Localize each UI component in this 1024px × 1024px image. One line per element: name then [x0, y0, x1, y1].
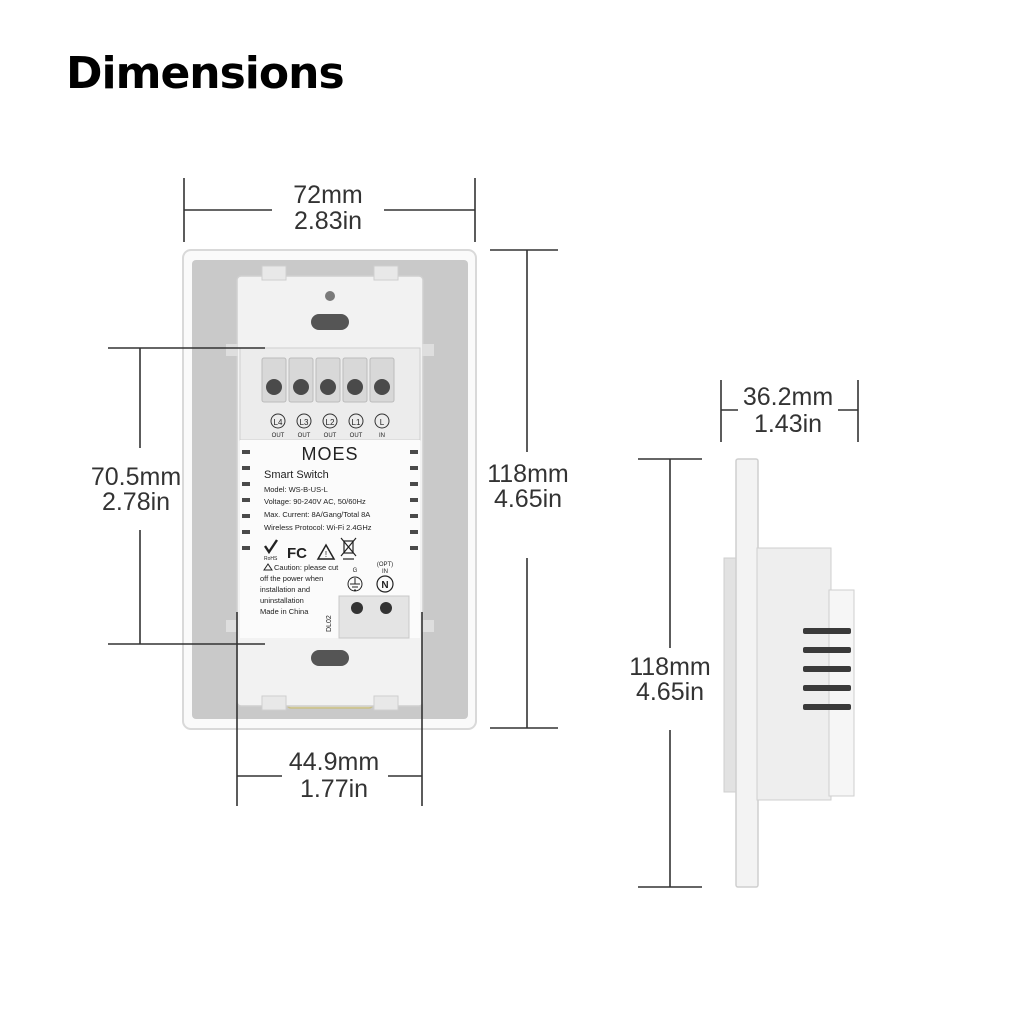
- ground-symbol-ring: [347, 576, 363, 592]
- product-code: DL02: [326, 615, 333, 632]
- opt-in-label: IN: [382, 569, 388, 575]
- height-mm-label: 118mm: [487, 460, 569, 488]
- warning-triangle-icon: [316, 543, 336, 560]
- bottom-clip-right: [373, 695, 399, 711]
- width-in-label: 2.83in: [294, 207, 362, 235]
- front-view: L4 L3 L2 L1 L OUT OUT OUT OUT IN MOES Sm…: [182, 249, 477, 730]
- top-slot: [311, 314, 349, 330]
- bottom-slot: [311, 650, 349, 666]
- brand-logo: MOES: [301, 444, 358, 464]
- side-tab-bl: [226, 620, 238, 632]
- depth-in-label: 1.43in: [754, 410, 822, 438]
- height-in-label: 4.65in: [494, 485, 562, 513]
- terminal-screws: [261, 357, 395, 403]
- terminal-l-sub: IN: [379, 433, 385, 439]
- warning-mark-icon: !: [325, 550, 327, 559]
- caution-line-1: Caution: please cut: [274, 563, 339, 572]
- side-tab-tl: [226, 344, 238, 356]
- terminal-l2-label: L2: [326, 418, 335, 427]
- caution-icon: [263, 563, 273, 571]
- weee-bin-icon: [340, 537, 357, 560]
- check-mark-icon: [264, 539, 278, 555]
- caution-line-2: off the power when: [260, 574, 323, 583]
- side-view: [723, 458, 855, 888]
- ground-icon: [350, 578, 360, 591]
- side-plate: [735, 458, 759, 888]
- side-body: [756, 547, 832, 801]
- terminal-l-label: L: [380, 418, 385, 427]
- top-clip-right: [373, 265, 399, 281]
- opt-label: (OPT): [377, 562, 393, 568]
- current-text: Max. Current: 8A/Gang/Total 8A: [264, 510, 370, 519]
- caution-line-3: installation and: [260, 585, 310, 594]
- terminal-l2-sub: OUT: [324, 433, 337, 439]
- side-height-mm-label: 118mm: [629, 653, 711, 681]
- side-tab-tr: [422, 344, 434, 356]
- bottom-clip-left: [261, 695, 287, 711]
- terminal-labels: L4 L3 L2 L1 L OUT OUT OUT OUT IN: [270, 413, 390, 439]
- model-text: Model: WS-B-US-L: [264, 485, 328, 494]
- module-height-mm-label: 70.5mm: [91, 463, 181, 491]
- width-mm-label: 72mm: [293, 181, 362, 209]
- ground-label: G: [353, 568, 358, 574]
- side-tab-br: [422, 620, 434, 632]
- voltage-text: Voltage: 90-240V AC, 50/60Hz: [264, 497, 366, 506]
- rohs-mark: RoHS: [264, 556, 278, 562]
- side-vent-slots: [803, 628, 851, 710]
- neutral-symbol-ring: [376, 575, 394, 593]
- module-width-mm-label: 44.9mm: [289, 748, 379, 776]
- caution-line-4: uninstallation: [260, 596, 304, 605]
- wireless-text: Wireless Protocol: Wi-Fi 2.4GHz: [264, 523, 372, 532]
- side-body-rear: [828, 589, 855, 797]
- terminal-l1-sub: OUT: [350, 433, 363, 439]
- neutral-terminal-screw: [380, 602, 392, 614]
- top-screw-hole: [325, 291, 335, 301]
- dimension-lines: [108, 178, 859, 888]
- product-name: Smart Switch: [264, 469, 329, 481]
- page-title: Dimensions: [66, 48, 345, 99]
- terminal-l3-label: L3: [300, 418, 309, 427]
- terminal-l4-sub: OUT: [272, 433, 285, 439]
- top-clip-left: [261, 265, 287, 281]
- terminal-l1-label: L1: [352, 418, 361, 427]
- neutral-label: N: [381, 580, 388, 591]
- lower-terminal-block: [338, 595, 410, 639]
- side-height-in-label: 4.65in: [636, 678, 704, 706]
- depth-mm-label: 36.2mm: [743, 383, 833, 411]
- module-width-in-label: 1.77in: [300, 775, 368, 803]
- fcc-mark: FC: [287, 545, 307, 562]
- ground-terminal-screw: [351, 602, 363, 614]
- vent-slots: [242, 450, 418, 550]
- made-in-china: Made in China: [260, 607, 309, 616]
- module-height-in-label: 2.78in: [102, 488, 170, 516]
- terminal-l4-label: L4: [274, 418, 283, 427]
- terminal-l3-sub: OUT: [298, 433, 311, 439]
